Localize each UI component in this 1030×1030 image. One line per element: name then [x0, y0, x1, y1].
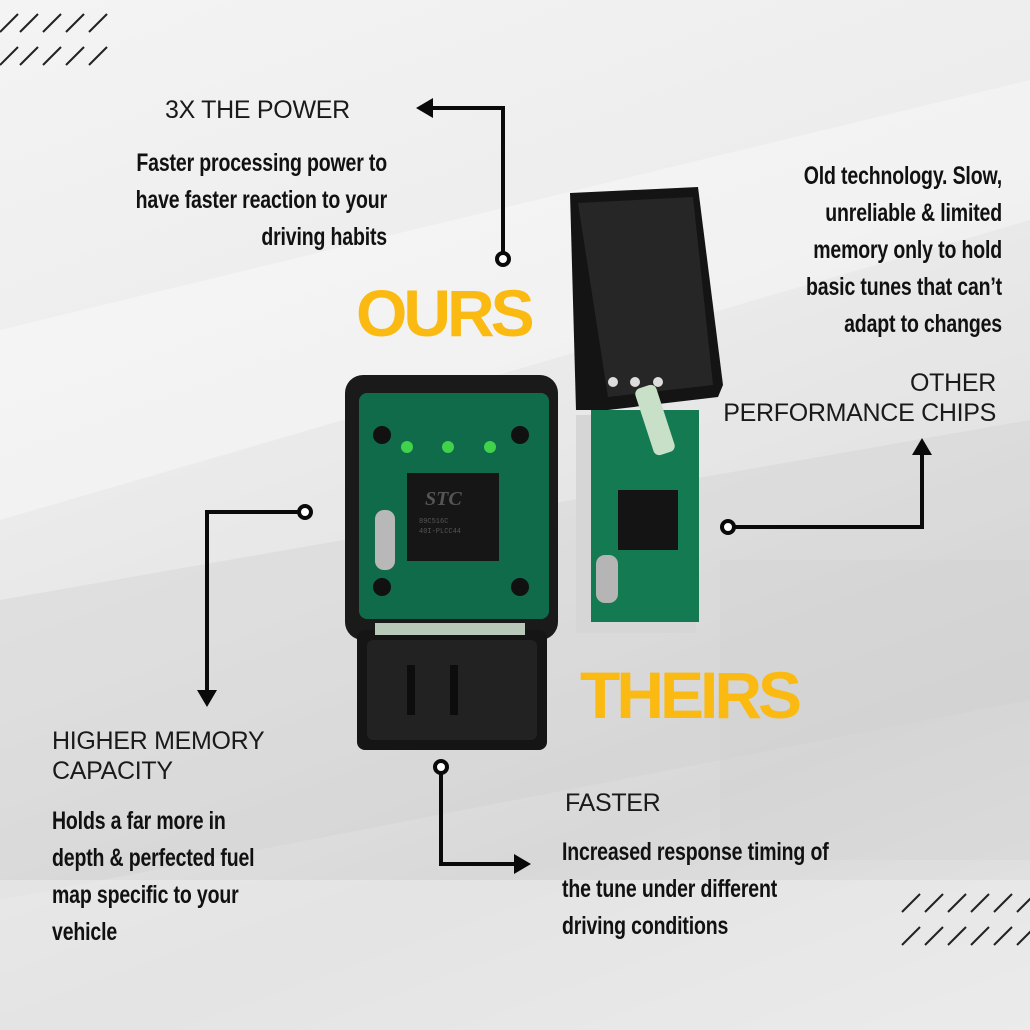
ours-device-image: STC 89C516C 40I-PLCC44 [345, 375, 560, 755]
power-line: driving habits [261, 223, 387, 251]
svg-text:40I-PLCC44: 40I-PLCC44 [419, 528, 461, 536]
other-chips-label: OTHER PERFORMANCE CHIPS [723, 368, 996, 428]
other-label-line: OTHER [909, 369, 996, 397]
arrow-left-icon [416, 98, 433, 118]
other-line: memory only to hold [813, 236, 1002, 264]
other-line: basic tunes that can’t [806, 273, 1002, 301]
arrow-up-icon [912, 438, 932, 455]
memory-description: Holds a far more in depth & perfected fu… [52, 803, 364, 951]
memory-label-line: HIGHER MEMORY [52, 727, 265, 755]
svg-text:STC: STC [425, 488, 462, 510]
other-line: Old technology. Slow, [803, 162, 1002, 190]
memory-label-line: CAPACITY [52, 757, 173, 785]
hatch-decoration-bottom-right [901, 893, 1030, 946]
power-label: 3X THE POWER [165, 96, 350, 124]
theirs-device-image [568, 185, 728, 635]
faster-description: Increased response timing of the tune un… [562, 834, 905, 945]
faster-line: the tune under different [562, 875, 778, 903]
memory-line: map specific to your [52, 881, 239, 909]
memory-label: HIGHER MEMORY CAPACITY [52, 726, 265, 786]
memory-line: depth & perfected fuel [52, 844, 255, 872]
memory-line: Holds a far more in [52, 807, 226, 835]
memory-line: vehicle [52, 918, 118, 946]
svg-text:89C516C: 89C516C [419, 518, 448, 526]
power-line: have faster reaction to your [135, 186, 388, 214]
other-label-line: PERFORMANCE CHIPS [723, 399, 996, 427]
other-line: adapt to changes [844, 310, 1002, 338]
other-line: unreliable & limited [825, 199, 1002, 227]
faster-label: FASTER [565, 789, 661, 817]
hatch-decoration-top-left [0, 13, 108, 66]
power-line: Faster processing power to [136, 149, 387, 177]
faster-line: driving conditions [562, 912, 729, 940]
ours-headline: OURS [356, 276, 535, 350]
power-description: Faster processing power to have faster r… [59, 145, 388, 256]
arrow-down-icon [197, 690, 217, 707]
arrow-right-icon [514, 854, 531, 874]
other-description: Old technology. Slow, unreliable & limit… [674, 158, 1002, 343]
faster-line: Increased response timing of [562, 838, 829, 866]
theirs-headline: THEIRS [580, 658, 802, 732]
